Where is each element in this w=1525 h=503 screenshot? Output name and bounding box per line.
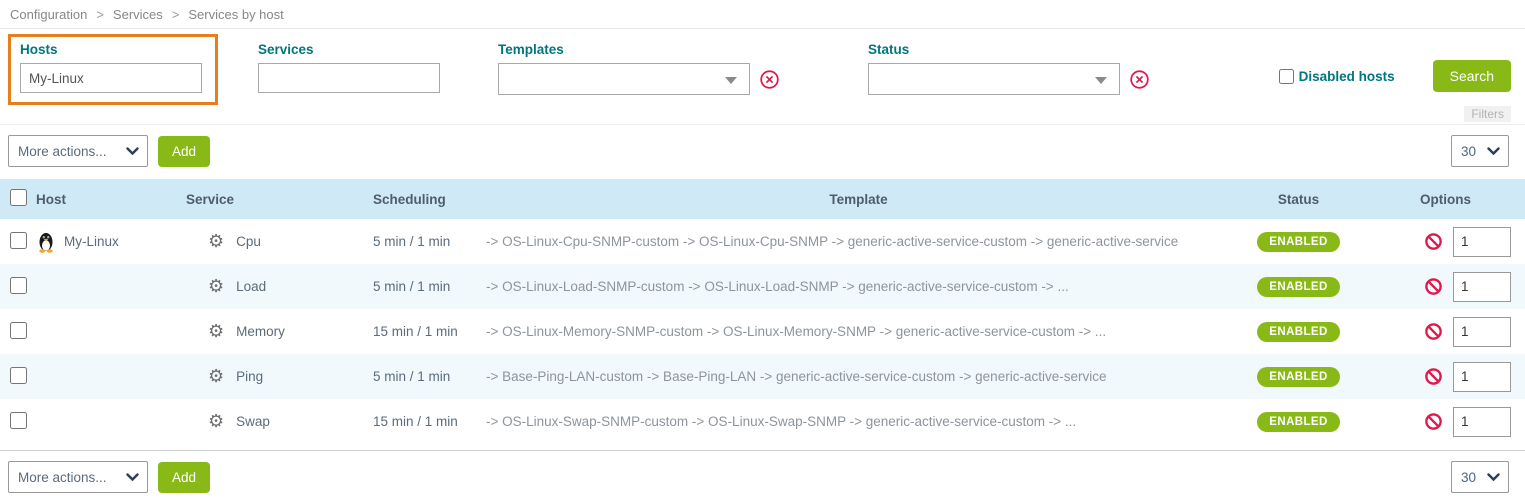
status-badge: ENABLED — [1257, 322, 1339, 342]
gear-icon: ⚙ — [208, 368, 224, 386]
disable-icon[interactable] — [1424, 232, 1443, 251]
table-row: ⚙ Load 5 min / 1 min -> OS-Linux-Load-SN… — [0, 264, 1525, 309]
breadcrumb-item-services[interactable]: Services — [113, 7, 163, 22]
dropdown-arrow-icon — [725, 77, 737, 84]
header-status[interactable]: Status — [1231, 179, 1366, 219]
status-filter-group: Status — [868, 42, 1150, 95]
service-name[interactable]: Cpu — [236, 234, 261, 249]
header-template[interactable]: Template — [486, 179, 1231, 219]
row-checkbox[interactable] — [10, 322, 27, 339]
hosts-label: Hosts — [20, 42, 206, 57]
gear-icon: ⚙ — [208, 323, 224, 341]
gear-icon: ⚙ — [208, 233, 224, 251]
table-header-row: Host Service Scheduling Template Status … — [0, 179, 1525, 219]
table-row: ⚙ Memory 15 min / 1 min -> OS-Linux-Memo… — [0, 309, 1525, 354]
service-name[interactable]: Memory — [236, 324, 285, 339]
templates-clear-icon[interactable] — [759, 69, 780, 90]
templates-dropdown[interactable] — [498, 63, 750, 95]
header-scheduling[interactable]: Scheduling — [361, 179, 486, 219]
disable-icon[interactable] — [1424, 367, 1443, 386]
duplicate-count-input[interactable] — [1453, 362, 1511, 392]
template-chain: -> OS-Linux-Memory-SNMP-custom -> OS-Lin… — [486, 309, 1231, 354]
template-chain: -> OS-Linux-Load-SNMP-custom -> OS-Linux… — [486, 264, 1231, 309]
header-host[interactable]: Host — [36, 179, 186, 219]
add-button[interactable]: Add — [158, 136, 210, 167]
bottom-toolbar: More actions... Add 30 — [0, 450, 1525, 503]
header-service[interactable]: Service — [186, 179, 361, 219]
services-label: Services — [258, 42, 440, 57]
table-row: My-Linux ⚙ Cpu 5 min / 1 min -> OS-Linux… — [0, 219, 1525, 264]
more-actions-select[interactable]: More actions... — [8, 135, 148, 167]
page-size-select[interactable]: 30 — [1451, 461, 1509, 493]
linux-tux-icon — [36, 231, 56, 253]
breadcrumb-separator: > — [172, 7, 180, 22]
services-input[interactable] — [258, 63, 440, 93]
disable-icon[interactable] — [1424, 277, 1443, 296]
services-filter-group: Services — [258, 42, 440, 93]
status-badge: ENABLED — [1257, 412, 1339, 432]
status-badge: ENABLED — [1257, 367, 1339, 387]
scheduling-value: 15 min / 1 min — [361, 309, 486, 354]
hosts-filter-group: Hosts — [8, 34, 218, 105]
top-toolbar: More actions... Add 30 — [0, 125, 1525, 177]
duplicate-count-input[interactable] — [1453, 227, 1511, 257]
filters-caption: Filters — [1464, 106, 1511, 122]
row-checkbox[interactable] — [10, 412, 27, 429]
table-row: ⚙ Swap 15 min / 1 min -> OS-Linux-Swap-S… — [0, 399, 1525, 444]
status-badge: ENABLED — [1257, 232, 1339, 252]
disabled-hosts-label: Disabled hosts — [1299, 69, 1395, 84]
template-chain: -> OS-Linux-Swap-SNMP-custom -> OS-Linux… — [486, 399, 1231, 444]
scheduling-value: 5 min / 1 min — [361, 264, 486, 309]
header-options: Options — [1366, 179, 1525, 219]
status-label: Status — [868, 42, 1150, 57]
gear-icon: ⚙ — [208, 413, 224, 431]
row-checkbox[interactable] — [10, 277, 27, 294]
scheduling-value: 5 min / 1 min — [361, 219, 486, 264]
disable-icon[interactable] — [1424, 412, 1443, 431]
dropdown-arrow-icon — [1095, 77, 1107, 84]
breadcrumb-item-services-by-host: Services by host — [188, 7, 283, 22]
status-badge: ENABLED — [1257, 277, 1339, 297]
more-actions-select[interactable]: More actions... — [8, 461, 148, 493]
circle-x-icon — [759, 69, 780, 90]
duplicate-count-input[interactable] — [1453, 407, 1511, 437]
breadcrumb-separator: > — [96, 7, 104, 22]
add-button[interactable]: Add — [158, 462, 210, 493]
scheduling-value: 15 min / 1 min — [361, 399, 486, 444]
row-checkbox[interactable] — [10, 232, 27, 249]
status-dropdown[interactable] — [868, 63, 1120, 95]
search-button[interactable]: Search — [1433, 60, 1511, 92]
service-name[interactable]: Ping — [236, 369, 263, 384]
breadcrumb-item-configuration[interactable]: Configuration — [10, 7, 87, 22]
scheduling-value: 5 min / 1 min — [361, 354, 486, 399]
status-clear-icon[interactable] — [1129, 69, 1150, 90]
service-name[interactable]: Load — [236, 279, 266, 294]
gear-icon: ⚙ — [208, 278, 224, 296]
page-size-select[interactable]: 30 — [1451, 135, 1509, 167]
service-name[interactable]: Swap — [236, 414, 270, 429]
duplicate-count-input[interactable] — [1453, 317, 1511, 347]
disable-icon[interactable] — [1424, 322, 1443, 341]
circle-x-icon — [1129, 69, 1150, 90]
disabled-hosts-toggle[interactable]: Disabled hosts — [1279, 69, 1395, 84]
host-name[interactable]: My-Linux — [64, 234, 119, 249]
filter-right-zone: Disabled hosts Search — [1279, 60, 1511, 92]
breadcrumb: Configuration > Services > Services by h… — [0, 0, 1525, 28]
template-chain: -> Base-Ping-LAN-custom -> Base-Ping-LAN… — [486, 354, 1231, 399]
filter-panel: Hosts Services Templates Status — [0, 28, 1525, 125]
table-row: ⚙ Ping 5 min / 1 min -> Base-Ping-LAN-cu… — [0, 354, 1525, 399]
services-table: Host Service Scheduling Template Status … — [0, 179, 1525, 444]
select-all-checkbox[interactable] — [10, 189, 27, 206]
duplicate-count-input[interactable] — [1453, 272, 1511, 302]
template-chain: -> OS-Linux-Cpu-SNMP-custom -> OS-Linux-… — [486, 219, 1231, 264]
hosts-input[interactable] — [20, 63, 202, 93]
templates-label: Templates — [498, 42, 780, 57]
disabled-hosts-checkbox[interactable] — [1279, 69, 1294, 84]
templates-filter-group: Templates — [498, 42, 780, 95]
row-checkbox[interactable] — [10, 367, 27, 384]
